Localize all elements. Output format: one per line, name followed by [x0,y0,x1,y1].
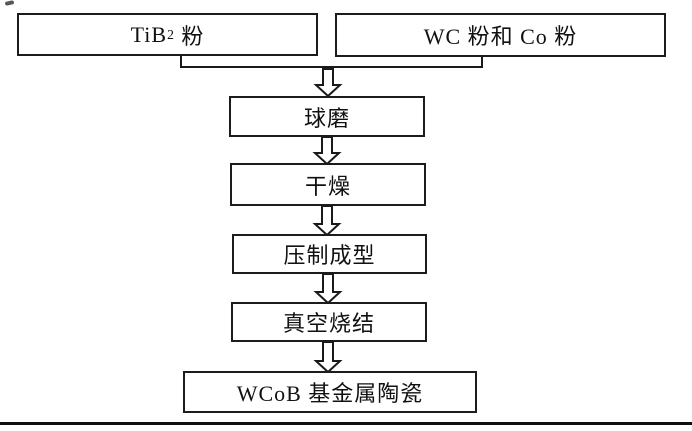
node-label: 球磨 [303,105,350,131]
flow-node-drying: 干燥 [230,163,426,206]
down-arrow-icon [313,341,343,374]
flow-node-vacuum-sintering: 真空烧结 [231,302,427,342]
node-label: 干燥 [304,173,351,199]
node-label: 粉 [174,23,205,49]
page-rule [0,422,692,425]
flow-node-wcob-cermet: WCoB 基金属陶瓷 [183,371,477,413]
flow-node-ball-milling: 球磨 [229,96,425,137]
node-label: 真空烧结 [282,311,375,336]
node-label: WC 粉和 Co 粉 [423,24,578,49]
down-arrow-icon [312,136,342,166]
node-label: WCoB 基金属陶瓷 [236,381,424,406]
down-arrow-icon [313,68,343,98]
node-label: TiB [130,21,168,47]
down-arrow-icon [312,205,342,237]
scan-artifact [4,0,15,6]
flow-node-press-forming: 压制成型 [232,234,427,274]
node-label: 压制成型 [283,243,376,268]
flow-node-wc-co-powder: WC 粉和 Co 粉 [335,13,666,57]
merge-connector-line [180,56,483,68]
down-arrow-icon [313,273,343,305]
